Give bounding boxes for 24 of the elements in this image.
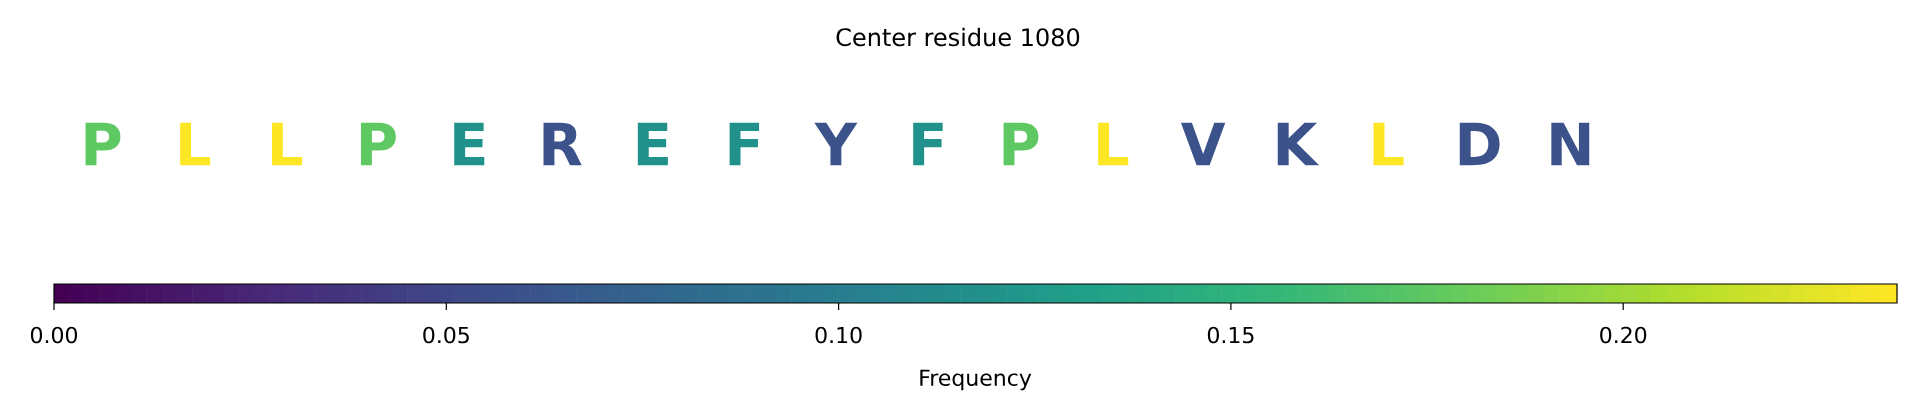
title: Center residue 1080 (836, 27, 1080, 47)
tick-label: 0.15 (1207, 326, 1254, 344)
sequence-letter: E (454, 122, 485, 166)
axis-label: Frequency (920, 369, 1032, 391)
sequence-letter: E (637, 122, 668, 166)
sequence-letter: N (1551, 122, 1590, 166)
sequence-letter: P (360, 122, 396, 166)
tick-label: 0.00 (30, 326, 78, 344)
tick-label: 0.05 (423, 326, 469, 344)
sequence-letter: F (913, 122, 943, 166)
sequence-letter: L (271, 122, 302, 166)
sequence-letter: L (180, 122, 211, 166)
sequence-letter: P (85, 122, 121, 166)
sequence-letter: L (1373, 122, 1404, 166)
sequence-letter: P (1003, 122, 1039, 166)
sequence-letter: F (729, 122, 760, 166)
sequence-letter: D (1459, 122, 1500, 166)
sequence-letter: V (1180, 122, 1226, 166)
tick-label: 0.10 (815, 326, 862, 344)
sequence-letter: Y (814, 122, 858, 166)
sequence-letter: R (543, 122, 582, 166)
sequence-letter: L (1098, 122, 1129, 166)
tick-label: 0.20 (1600, 326, 1647, 344)
sequence-letter: K (1277, 122, 1320, 166)
